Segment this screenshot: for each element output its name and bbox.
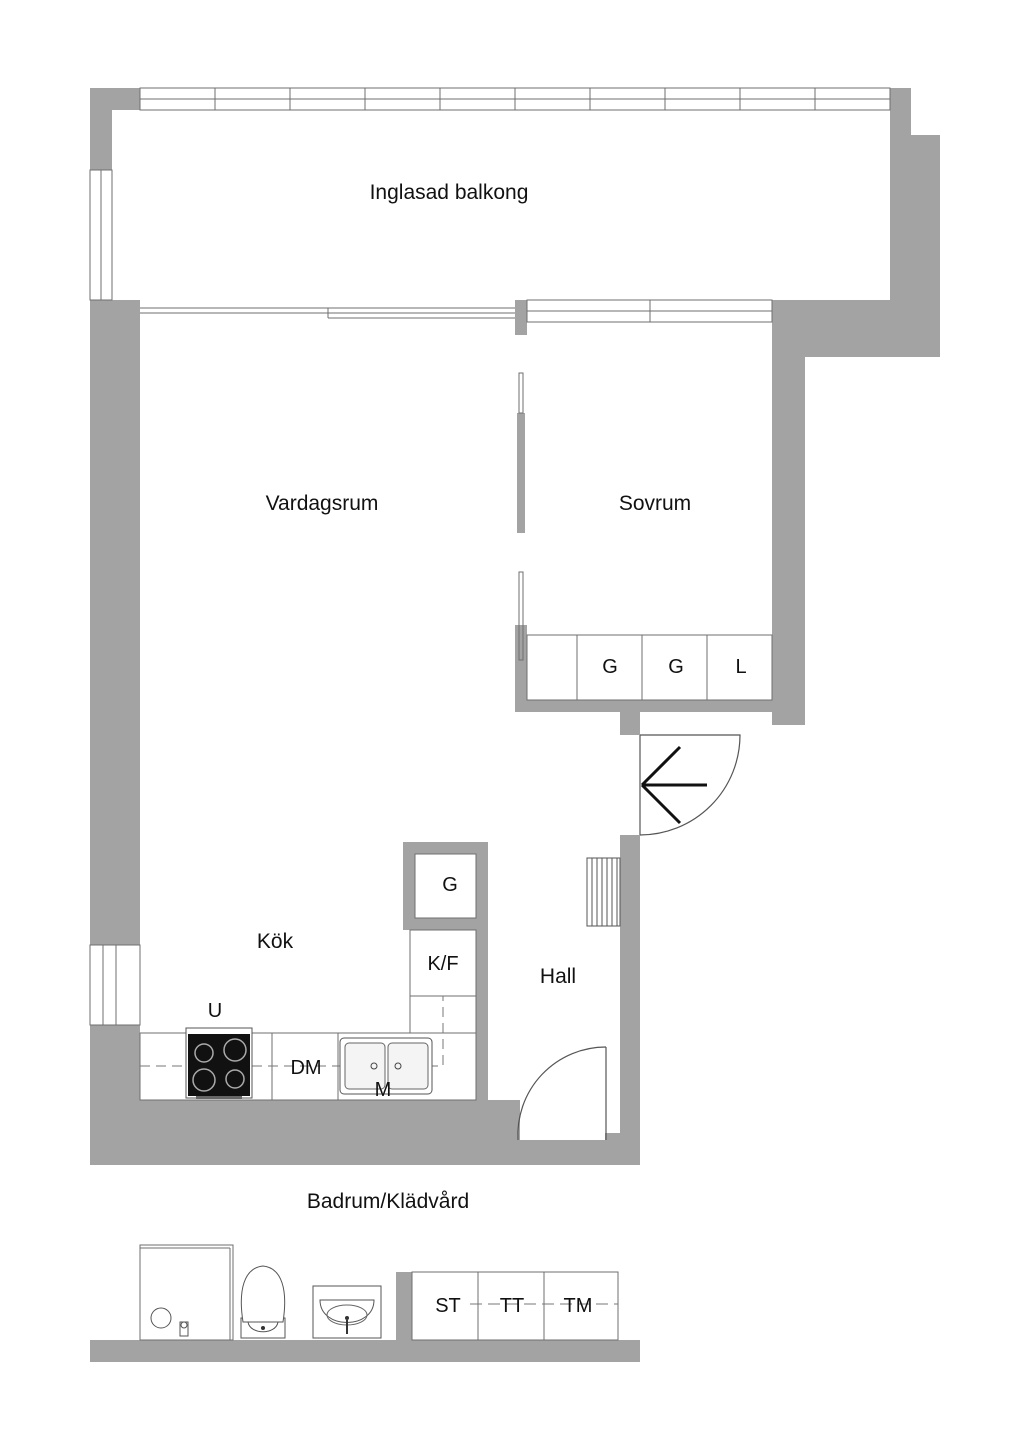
radiator-icon	[586, 857, 621, 927]
wall-cabinet-bottom	[403, 918, 488, 930]
entrance-arrow-icon	[640, 745, 707, 825]
room-label-bathroom: Badrum/Klädvård	[307, 1190, 469, 1213]
walls	[90, 88, 940, 1362]
bathroom-door-swing	[517, 1046, 607, 1141]
room-label-living: Vardagsrum	[266, 492, 379, 515]
wall-kitchen-hall-partition	[476, 842, 488, 1140]
wall-cabinet-top	[403, 842, 488, 854]
doors	[517, 734, 741, 1141]
room-label-balcony: Inglasad balkong	[370, 181, 529, 204]
wall-cabinet-left	[403, 842, 415, 930]
wall-bath-bottom	[90, 1340, 640, 1362]
entrance-door-swing	[639, 734, 741, 836]
washbasin-icon	[312, 1285, 382, 1339]
wall-door-jamb-top	[620, 700, 640, 735]
stove-icon	[185, 1027, 253, 1099]
wall-balcony-left-upper	[90, 88, 112, 170]
fixture-label-washing-machine: TM	[564, 1295, 593, 1317]
fixture-label-linen: L	[735, 656, 746, 678]
fixture-label-dishwasher: DM	[290, 1057, 321, 1079]
fixture-label-wardrobe-2: G	[668, 656, 684, 678]
wall-bedroom-northeast	[772, 300, 940, 357]
fixture-labels: G G L G K/F U DM M ST TT TM	[208, 656, 747, 1317]
wall-kitchen-bath	[90, 1100, 520, 1145]
fixture-label-wardrobe-1: G	[602, 656, 618, 678]
wall-bedroom-partition	[517, 413, 525, 533]
wall-bath-partition	[396, 1272, 412, 1360]
wall-bedroom-south	[515, 700, 805, 712]
fixture-label-kitchen-cabinet: G	[442, 874, 458, 896]
bathroom-fittings	[139, 1244, 619, 1341]
toilet-icon	[240, 1265, 286, 1339]
kitchen-sink-icon	[339, 1037, 433, 1095]
wall-bedroom-west-top	[515, 300, 527, 335]
windows	[89, 87, 891, 1026]
wall-bedroom-east	[772, 300, 805, 725]
room-label-bedroom: Sovrum	[619, 492, 691, 515]
fixture-label-drying-cabinet: ST	[435, 1295, 461, 1317]
wall-west-upper	[90, 300, 140, 945]
fixture-label-tumble-dryer: TT	[500, 1295, 524, 1317]
wall-hall-east	[620, 835, 640, 1165]
kitchen-fittings	[139, 853, 477, 1101]
shower-mixer-icon	[179, 1321, 189, 1337]
fixture-label-fridge-freezer: K/F	[427, 953, 458, 975]
bedroom-wardrobes	[526, 634, 773, 701]
shower-drain-icon	[150, 1307, 172, 1329]
fixture-label-oven: U	[208, 1000, 222, 1022]
room-labels: Inglasad balkong Vardagsrum Sovrum Kök H…	[257, 181, 691, 1213]
wall-bath-door-right	[605, 1133, 640, 1145]
wall-bedroom-west-lower	[515, 625, 527, 712]
fixture-label-microwave: M	[375, 1079, 392, 1101]
room-label-hall: Hall	[540, 965, 576, 988]
room-label-kitchen: Kök	[257, 930, 294, 953]
